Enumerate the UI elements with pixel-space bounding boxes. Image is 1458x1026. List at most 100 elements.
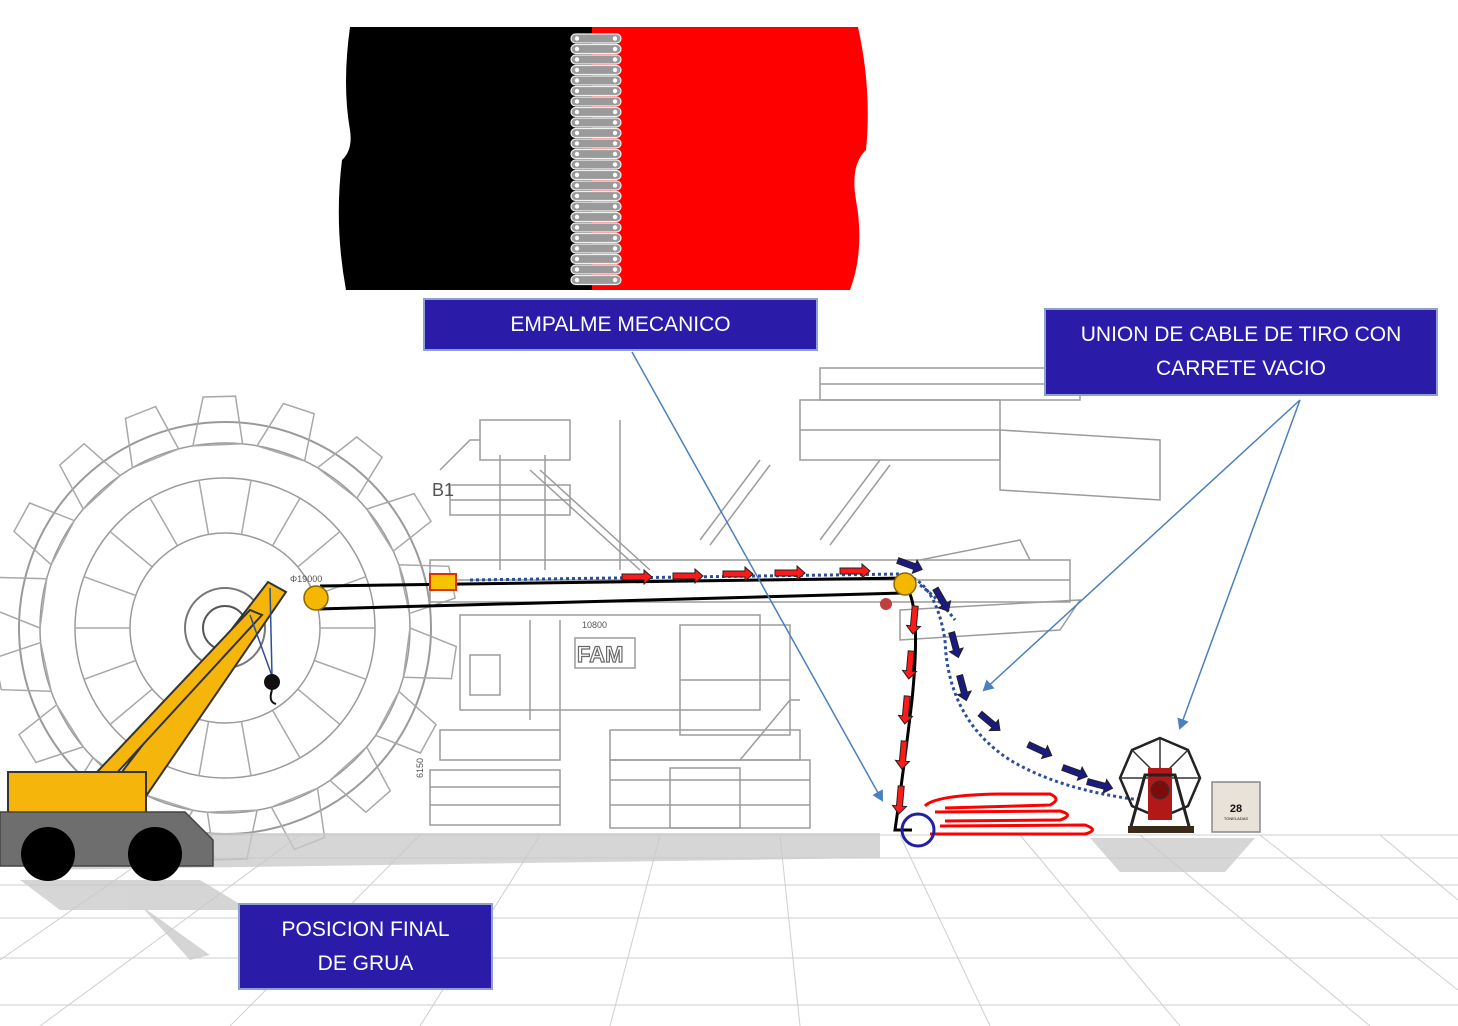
brand-logo-text: FAM [577,642,623,667]
splice-link [570,222,622,233]
splice-link [570,201,622,212]
dim-mid: 10800 [582,620,607,630]
drive-drum-marker [880,598,892,610]
wheel-bucket [397,563,456,615]
belt-direction-arrows-red [621,562,922,815]
red-arrow [722,565,754,583]
belt-splice-illustration [338,27,868,290]
splice-link [570,190,622,202]
splice-link [570,264,622,275]
belt-upper-run [319,576,906,588]
red-arrow [894,740,911,770]
pointer-union-right [1177,399,1301,730]
wheel-bucket [58,442,122,511]
red-arrow [891,785,908,815]
pull-cable-dotted [469,572,1141,802]
splice-link [570,106,622,118]
wheel-bucket [328,745,392,814]
conveyor-belt [317,572,1141,832]
belt-red-half [592,27,868,290]
coiled-belt-red [923,792,1094,836]
wheel-bucket [316,436,384,500]
wheel-bucket [0,576,48,630]
pull-cable-arrows-blue [896,557,1114,794]
cable-reel-icon [1118,736,1202,833]
blue-arrow [1086,778,1114,794]
excavator-texts: B1 Φ19000 10800 6150 FAM [290,480,624,778]
red-arrow [774,564,806,582]
splice-link [570,138,622,149]
splice-hinge-links [570,33,622,286]
splice-link [570,64,622,76]
wheel-bucket [402,626,458,680]
weight-unit: TONELADAS [1224,816,1248,821]
splice-link [570,243,622,254]
wheel-bucket [124,405,180,469]
splice-link [570,54,622,65]
splice-link [570,232,622,244]
wheel-bucket [365,492,432,553]
wheel-bucket [0,641,53,693]
splice-link [570,127,622,139]
pointer-union-left [982,399,1301,692]
splice-link [570,169,622,181]
label-grua-line2: DE GRUA [317,951,414,975]
blue-arrow [1061,764,1088,782]
reel-base-platform [1090,838,1255,872]
label-posicion-final-grua: POSICION FINAL DE GRUA [238,903,493,990]
splice-link [570,159,622,170]
label-union-line1: UNION DE CABLE DE TIRO CON [1080,323,1402,346]
wheel-bucket [18,703,85,764]
crane-hook-block [264,674,280,690]
red-arrow [672,567,704,585]
belt-lower-run [317,591,906,611]
splice-link [570,33,622,44]
splice-link [570,274,622,286]
blue-arrow [1026,741,1053,760]
red-arrow [839,562,871,580]
label-b1: B1 [432,480,454,500]
blue-arrow [948,631,964,659]
label-empalme-mecanico: EMPALME MECANICO [423,298,818,351]
ground-shadows [20,833,1255,960]
pointer-empalme [631,351,883,802]
splice-link [570,148,622,160]
mobile-crane [0,580,288,881]
splice-link [570,211,622,223]
label-union-cable-tiro: UNION DE CABLE DE TIRO CON CARRETE VACIO [1044,308,1438,396]
blue-arrow [932,586,952,612]
red-arrow [897,695,914,725]
splice-link [570,85,622,97]
label-grua-line1: POSICION FINAL [281,917,450,941]
crane-wheel-front [21,827,75,881]
splice-link [570,43,622,55]
dim-side: 6150 [415,758,425,778]
wheel-bucket [13,502,76,566]
splice-link [570,117,622,128]
pointer-lines [631,351,1301,802]
splice-link [570,180,622,191]
wheel-bucket [255,402,316,462]
splice-link [570,75,622,86]
red-arrow [905,605,922,635]
head-pulley [303,585,329,611]
wheel-bucket [374,690,437,754]
label-empalme-text: EMPALME MECANICO [510,312,731,336]
splice-junction-circle [900,812,936,848]
red-arrow [621,568,653,586]
blue-arrow [956,674,972,702]
splice-link [570,96,622,107]
weight-block: 28 TONELADAS [1211,781,1261,833]
excavator-drawing [429,367,1161,829]
crane-wheel-rear [128,827,182,881]
red-arrow [901,650,918,680]
blue-arrow [896,557,923,575]
tail-pulley [893,572,917,596]
label-union-line2: CARRETE VACIO [1156,357,1326,380]
splice-link [570,253,622,265]
blue-arrow [977,710,1001,732]
crane-cab [7,771,147,815]
splice-marker-yellow [429,573,457,591]
weight-value: 28 [1230,803,1242,815]
